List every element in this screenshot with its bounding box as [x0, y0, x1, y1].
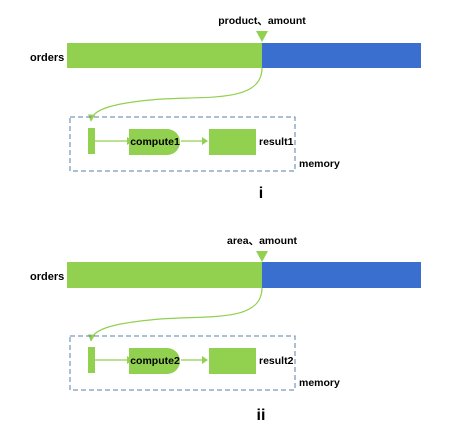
pointer-label: product、amount — [218, 15, 306, 27]
pointer-label: area、amount — [227, 235, 298, 247]
curved-arrow — [88, 287, 263, 342]
result-label: result1 — [259, 136, 294, 148]
memory-cursor — [88, 128, 95, 154]
bar-processed-segment — [67, 43, 262, 68]
compute-label: compute1 — [130, 136, 180, 148]
compute-label: compute2 — [130, 355, 180, 367]
bar-remaining-segment — [262, 262, 421, 288]
bar-remaining-segment — [262, 43, 421, 68]
memory-cursor — [88, 347, 95, 373]
panel-numeral: ii — [257, 407, 266, 424]
panel-2: area、amount orders compute2 result2 memo… — [30, 235, 421, 424]
arrow-to-result-head — [202, 137, 208, 145]
arrow-to-result-head — [202, 356, 208, 364]
compute-shape — [129, 348, 180, 374]
memory-box — [69, 116, 296, 172]
compute-shape — [129, 129, 180, 155]
memory-box — [69, 335, 296, 391]
pointer-triangle — [256, 31, 268, 42]
curved-arrow — [88, 67, 263, 122]
panel-numeral: i — [259, 185, 263, 202]
result-block — [209, 348, 256, 374]
pointer-triangle — [256, 251, 268, 262]
result-block — [209, 129, 256, 155]
memory-label: memory — [299, 158, 340, 170]
bar-label: orders — [30, 52, 64, 64]
bar-processed-segment — [67, 262, 262, 288]
result-label: result2 — [259, 355, 294, 367]
memory-label: memory — [299, 377, 340, 389]
panel-1: product、amount orders compute1 result1 m… — [30, 15, 421, 202]
bar-label: orders — [30, 271, 64, 283]
